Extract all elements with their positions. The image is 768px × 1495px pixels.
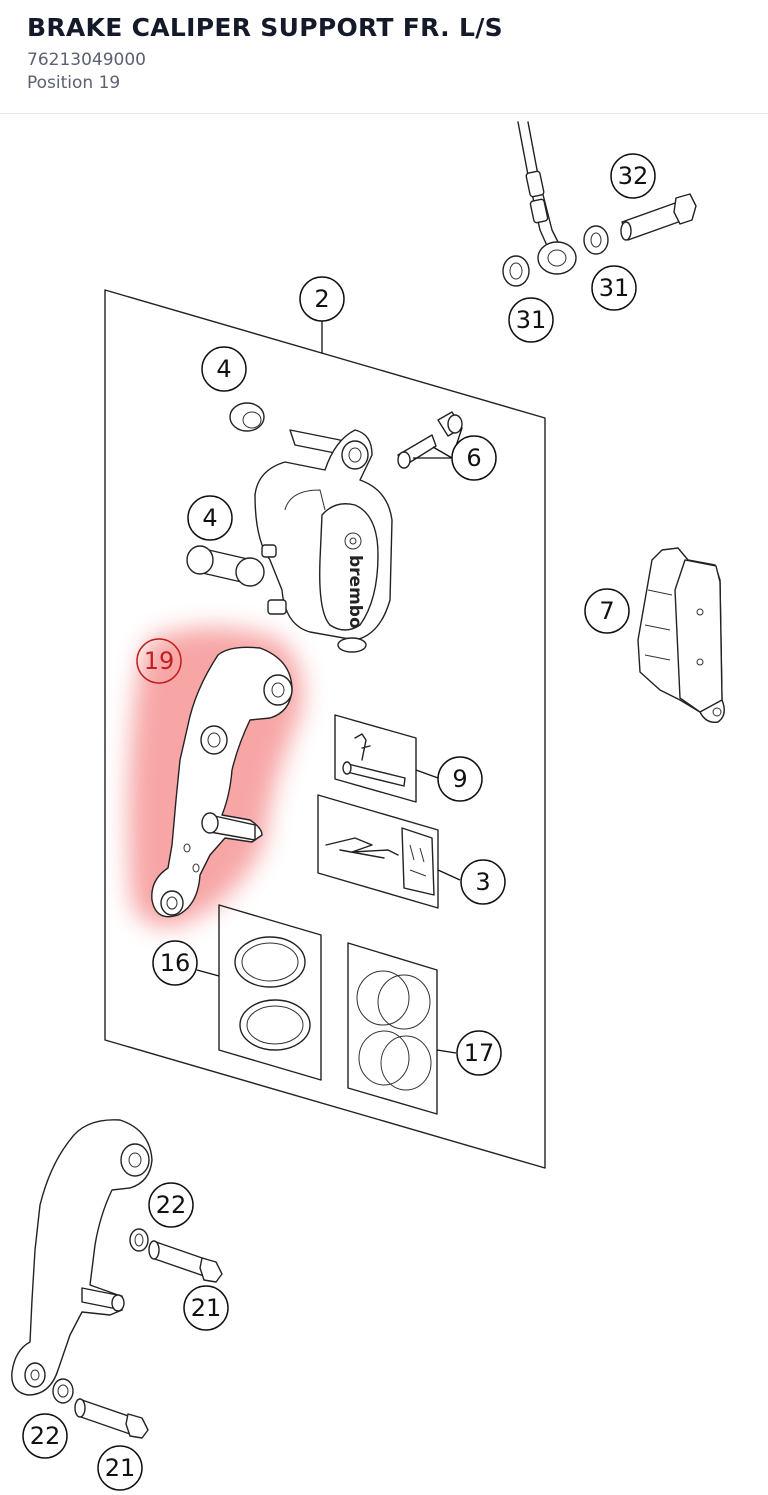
- callout-6[interactable]: 6: [451, 435, 497, 481]
- callout-32[interactable]: 32: [610, 153, 656, 199]
- kit-frame: [104, 289, 546, 1169]
- bolt-lower: [52, 1378, 149, 1439]
- svg-text:21: 21: [105, 1454, 136, 1482]
- svg-text:2: 2: [314, 285, 329, 313]
- brake-pad: [637, 547, 725, 723]
- callout-7[interactable]: 7: [584, 588, 630, 634]
- screw-upper: [229, 402, 265, 432]
- callout-2[interactable]: 2: [299, 276, 345, 322]
- brake-caliper: brembo: [254, 429, 393, 653]
- svg-text:17: 17: [464, 1039, 495, 1067]
- callout-31-right[interactable]: 31: [591, 265, 637, 311]
- diagram-canvas: brembo: [11, 121, 725, 1491]
- spring-kit: [317, 794, 439, 909]
- piston-kit: [218, 904, 322, 1081]
- part-number: 76213049000: [27, 50, 146, 70]
- svg-text:31: 31: [516, 306, 547, 334]
- bolt-upper: [129, 1228, 223, 1283]
- callout-17[interactable]: 17: [456, 1030, 502, 1076]
- callout-21-upper[interactable]: 21: [183, 1285, 229, 1331]
- svg-text:9: 9: [452, 765, 467, 793]
- part-position: Position 19: [27, 73, 121, 93]
- svg-text:7: 7: [599, 597, 614, 625]
- caliper-support-detail: [11, 1119, 153, 1396]
- callout-22-lower[interactable]: 22: [22, 1413, 68, 1459]
- callout-22-upper[interactable]: 22: [148, 1182, 194, 1228]
- caliper-support-part-19: [151, 646, 293, 918]
- callout-4-upper[interactable]: 4: [201, 346, 247, 392]
- callout-4-lower[interactable]: 4: [187, 495, 233, 541]
- svg-text:21: 21: [191, 1294, 222, 1322]
- screw-lower: [186, 545, 265, 587]
- svg-text:4: 4: [202, 504, 217, 532]
- callout-31-left[interactable]: 31: [508, 297, 554, 343]
- callout-3[interactable]: 3: [460, 859, 506, 905]
- svg-text:19: 19: [144, 647, 175, 675]
- svg-text:6: 6: [466, 444, 481, 472]
- svg-text:22: 22: [156, 1191, 187, 1219]
- svg-text:31: 31: [599, 274, 630, 302]
- part-title: BRAKE CALIPER SUPPORT FR. L/S: [27, 13, 503, 42]
- callout-19-selected[interactable]: 19: [136, 638, 182, 684]
- exploded-parts-diagram: brembo: [0, 115, 768, 1491]
- svg-text:16: 16: [160, 949, 191, 977]
- part-header: BRAKE CALIPER SUPPORT FR. L/S 7621304900…: [0, 0, 768, 114]
- pin-kit: [334, 714, 417, 803]
- svg-text:22: 22: [30, 1422, 61, 1450]
- svg-text:32: 32: [618, 162, 649, 190]
- callout-16[interactable]: 16: [152, 940, 198, 986]
- svg-text:3: 3: [475, 868, 490, 896]
- caliper-brand-logo: brembo: [345, 555, 365, 629]
- svg-text:4: 4: [216, 355, 231, 383]
- callout-9[interactable]: 9: [437, 756, 483, 802]
- callout-21-lower[interactable]: 21: [97, 1445, 143, 1491]
- seal-kit: [347, 942, 438, 1115]
- brake-line-assembly: [502, 121, 697, 287]
